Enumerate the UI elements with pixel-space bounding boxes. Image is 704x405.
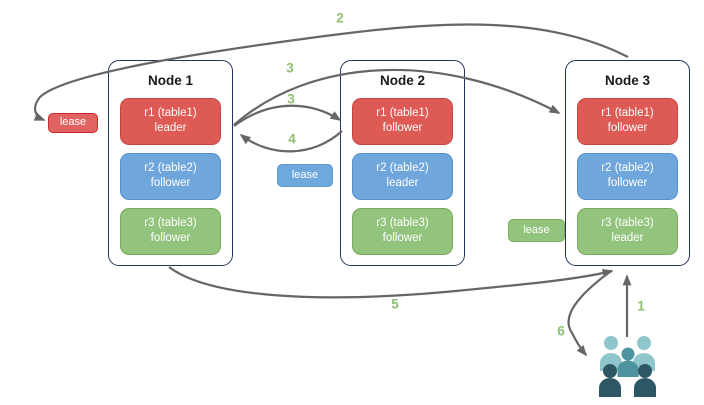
replica-label: r2 (table2) — [144, 162, 197, 174]
lease-badge-table2: lease — [277, 164, 333, 187]
replica-role: follower — [150, 177, 191, 189]
node-3-replica-r1: r1 (table1) follower — [577, 98, 678, 145]
users-icon — [599, 336, 656, 397]
lease-badge-table3: lease — [508, 219, 565, 242]
node-1-box: Node 1 r1 (table1) leader r2 (table2) fo… — [108, 60, 233, 266]
step-label-3a: 3 — [286, 60, 294, 76]
replica-role: follower — [150, 232, 191, 244]
replica-label: r3 (table3) — [601, 217, 654, 229]
replica-label: r3 (table3) — [144, 217, 197, 229]
replica-label: r1 (table1) — [376, 107, 429, 119]
node-3-box: Node 3 r1 (table1) follower r2 (table2) … — [565, 60, 690, 266]
replica-role: follower — [382, 122, 423, 134]
replica-label: r2 (table2) — [376, 162, 429, 174]
node-2-replica-r3: r3 (table3) follower — [352, 208, 453, 255]
node-1-replica-r3: r3 (table3) follower — [120, 208, 221, 255]
arrow-step-5-node1-to-node3 — [168, 266, 614, 299]
node-2-replica-r2: r2 (table2) leader — [352, 153, 453, 200]
node-1-title: Node 1 — [147, 73, 193, 88]
node-1-replica-r2: r2 (table2) follower — [120, 153, 221, 200]
step-label-6: 6 — [557, 323, 565, 339]
step-label-2: 2 — [336, 10, 344, 26]
step-label-5: 5 — [391, 296, 399, 312]
arrow-step-3-node1-to-node2 — [233, 104, 342, 127]
replica-role: leader — [611, 232, 644, 244]
replica-label: r2 (table2) — [601, 162, 654, 174]
node-3-title: Node 3 — [604, 73, 650, 88]
step-label-3b: 3 — [287, 91, 295, 107]
lease-badge-table1: lease — [48, 113, 98, 133]
replica-role: follower — [607, 177, 648, 189]
replica-role: follower — [607, 122, 648, 134]
node-3-replica-r3: r3 (table3) leader — [577, 208, 678, 255]
node-2-replica-r1: r1 (table1) follower — [352, 98, 453, 145]
step-label-4: 4 — [288, 131, 296, 147]
node-3-replica-r2: r2 (table2) follower — [577, 153, 678, 200]
replica-role: leader — [154, 122, 187, 134]
replica-role: follower — [382, 232, 423, 244]
replica-label: r1 (table1) — [144, 107, 197, 119]
node-1-replica-r1: r1 (table1) leader — [120, 98, 221, 145]
step-label-1: 1 — [637, 298, 645, 314]
replica-role: leader — [386, 177, 419, 189]
replica-label: r3 (table3) — [376, 217, 429, 229]
node-2-title: Node 2 — [379, 73, 425, 88]
node-2-box: Node 2 r1 (table1) follower r2 (table2) … — [340, 60, 465, 266]
arrow-step-6-node3-to-users — [567, 270, 612, 357]
replica-label: r1 (table1) — [601, 107, 654, 119]
